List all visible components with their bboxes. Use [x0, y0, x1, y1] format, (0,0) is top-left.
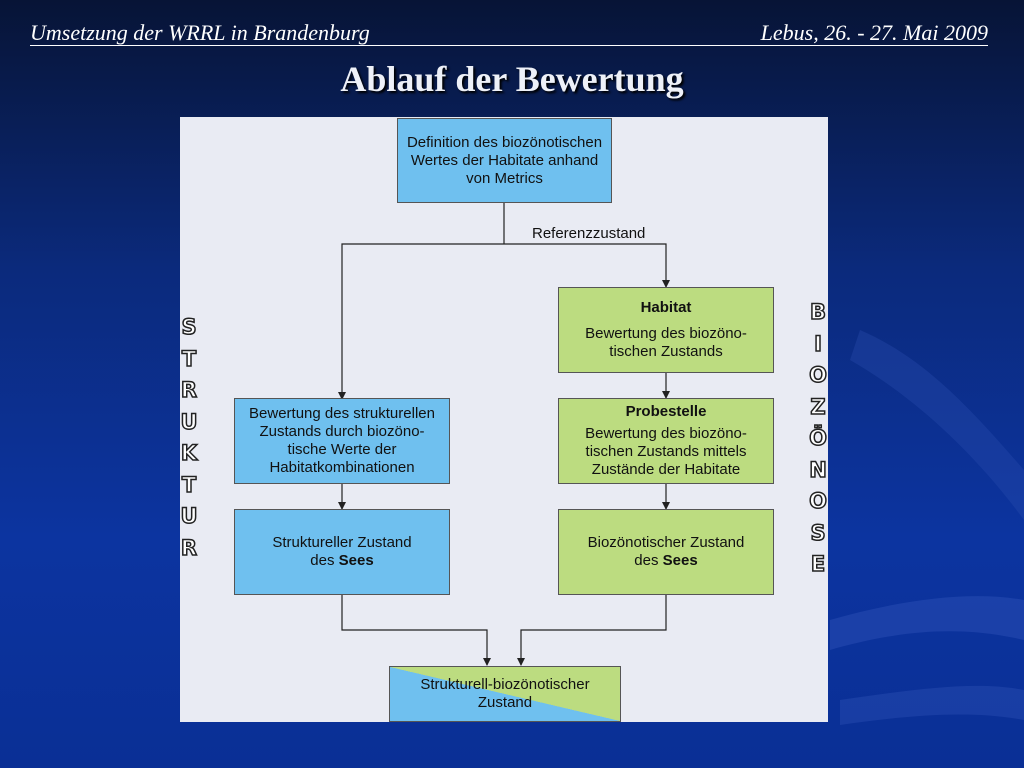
connector-right-branch: [504, 243, 670, 288]
biozoenose-vertical-label: B I O Z Ö N O S E: [808, 299, 827, 576]
final-state-box: Strukturell-biozönotischer Zustand: [389, 666, 621, 722]
diagram-connectors: [338, 203, 670, 666]
connector-left-branch: [338, 243, 504, 400]
header-left-text: Umsetzung der WRRL in Brandenburg: [30, 20, 370, 45]
page-title: Ablauf der Bewertung: [340, 59, 684, 99]
connector-structstate-final: [341, 594, 491, 666]
habitat-heading: Habitat: [640, 299, 692, 316]
connector-biostate-final: [517, 594, 667, 666]
header-underline: [30, 45, 988, 46]
probestelle-heading: Probestelle: [625, 403, 707, 420]
probestelle-box: Probestelle Bewertung des biozöno- tisch…: [558, 398, 774, 484]
habitat-box: Habitat Bewertung des biozöno- tischen Z…: [558, 287, 774, 373]
reference-label: Referenzzustand: [532, 225, 646, 242]
struktur-vertical-label: S T R U K T U R: [180, 314, 199, 560]
definition-box: Definition des biozönotischen Wertes der…: [397, 118, 612, 203]
header-right-text: Lebus, 26. - 27. Mai 2009: [760, 20, 988, 45]
structural-evaluation-box: Bewertung des strukturellen Zustands dur…: [234, 398, 450, 484]
biozoenotic-state-box: Biozönotischer Zustand des Sees: [558, 509, 774, 595]
structural-state-box: Struktureller Zustand des Sees: [234, 509, 450, 595]
